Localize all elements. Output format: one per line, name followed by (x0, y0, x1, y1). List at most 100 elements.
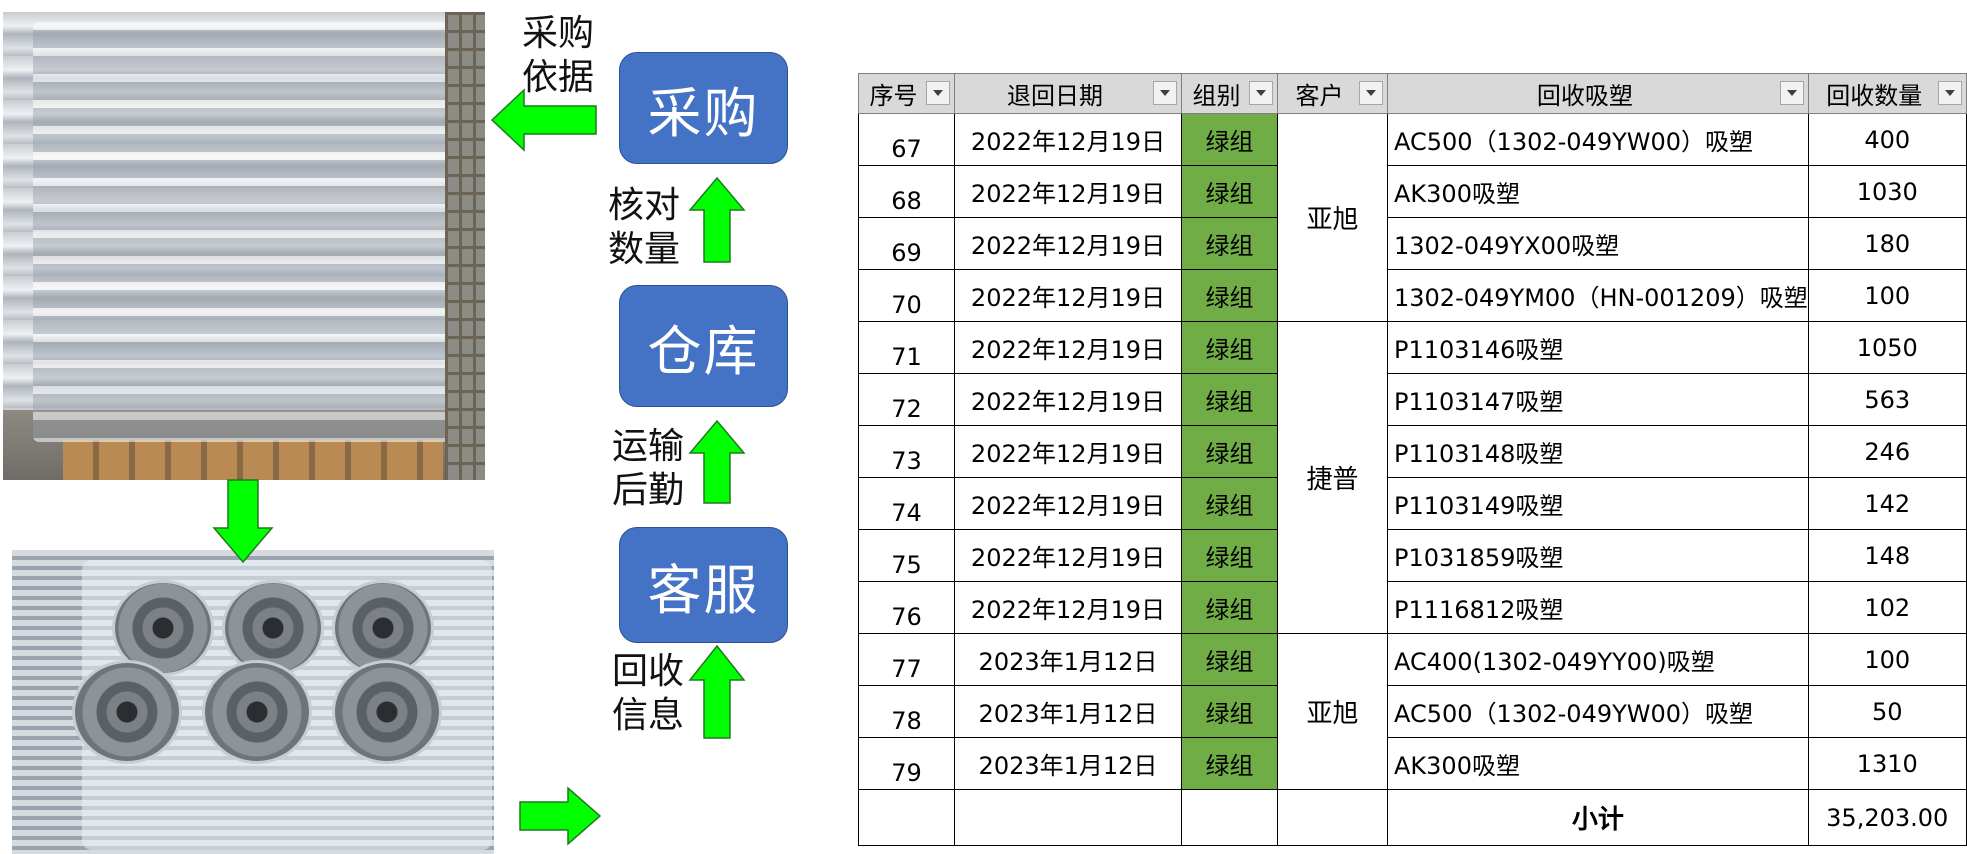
cell-customer[interactable]: 亚旭 (1277, 633, 1388, 790)
table-row: 78 2023年1月12日 绿组 AC500（1302-049YW00）吸塑 5… (858, 685, 1967, 738)
cell-empty[interactable] (954, 789, 1182, 846)
cell-item[interactable]: P1116812吸塑 (1387, 581, 1809, 634)
cell-qty[interactable]: 142 (1807, 477, 1967, 530)
cell-customer[interactable]: 亚旭 (1277, 113, 1388, 322)
filter-dropdown-icon[interactable] (1249, 81, 1273, 105)
filter-dropdown-icon[interactable] (1359, 81, 1383, 105)
cell-date[interactable]: 2022年12月19日 (954, 477, 1182, 530)
cell-date[interactable]: 2023年1月12日 (954, 685, 1182, 738)
cell-qty[interactable]: 563 (1807, 373, 1967, 426)
cell-qty[interactable]: 100 (1807, 269, 1967, 322)
cell-item[interactable]: P1031859吸塑 (1387, 529, 1809, 582)
filter-dropdown-icon[interactable] (1153, 81, 1177, 105)
cell-item[interactable]: P1103147吸塑 (1387, 373, 1809, 426)
cell-qty[interactable]: 1310 (1807, 737, 1967, 790)
cell-qty[interactable]: 50 (1807, 685, 1967, 738)
cell-item[interactable]: P1103146吸塑 (1387, 321, 1809, 374)
cell-customer[interactable]: 捷普 (1277, 321, 1388, 634)
cell-no[interactable]: 78 (858, 685, 955, 738)
metal-part (202, 660, 312, 764)
cell-date[interactable]: 2022年12月19日 (954, 217, 1182, 270)
table-row: 70 2022年12月19日 绿组 1302-049YM00（HN-001209… (858, 269, 1967, 322)
cell-no[interactable]: 76 (858, 581, 955, 634)
tray-stack (33, 22, 453, 442)
arrow-right-to-table (519, 786, 602, 846)
cell-no[interactable]: 69 (858, 217, 955, 270)
cell-group[interactable]: 绿组 (1181, 321, 1278, 374)
cell-no[interactable]: 68 (858, 165, 955, 218)
purchase-basis-label: 采购 依据 (522, 13, 595, 98)
header-row: 序号 退回日期 组别 客户 回收吸塑 回收数量 (858, 73, 1967, 114)
cell-item[interactable]: P1103148吸塑 (1387, 425, 1809, 478)
cell-item[interactable]: AC400(1302-049YY00)吸塑 (1387, 633, 1809, 686)
wooden-pallet (63, 440, 443, 480)
cell-date[interactable]: 2022年12月19日 (954, 373, 1182, 426)
filter-dropdown-icon[interactable] (1779, 81, 1804, 105)
cell-empty[interactable] (1277, 789, 1388, 846)
cell-qty[interactable]: 246 (1807, 425, 1967, 478)
cell-empty[interactable] (858, 789, 955, 846)
cell-qty[interactable]: 102 (1807, 581, 1967, 634)
cell-item[interactable]: P1103149吸塑 (1387, 477, 1809, 530)
cell-no[interactable]: 73 (858, 425, 955, 478)
col-header-no: 序号 (858, 73, 955, 114)
cell-qty[interactable]: 400 (1807, 113, 1967, 166)
recycle-info-label: 回收 信息 (612, 651, 685, 736)
cell-item[interactable]: AK300吸塑 (1387, 165, 1809, 218)
plastic-trays-stack-photo (3, 12, 485, 480)
cell-qty[interactable]: 1030 (1807, 165, 1967, 218)
cell-group[interactable]: 绿组 (1181, 477, 1278, 530)
cell-date[interactable]: 2023年1月12日 (954, 737, 1182, 790)
cell-qty[interactable]: 100 (1807, 633, 1967, 686)
cell-group[interactable]: 绿组 (1181, 581, 1278, 634)
cell-group[interactable]: 绿组 (1181, 737, 1278, 790)
col-header-customer: 客户 (1277, 73, 1388, 114)
cell-group[interactable]: 绿组 (1181, 217, 1278, 270)
cell-group[interactable]: 绿组 (1181, 269, 1278, 322)
table-row: 77 2023年1月12日 绿组 亚旭 AC400(1302-049YY00)吸… (858, 633, 1967, 790)
subtotal-label[interactable]: 小计 (1387, 789, 1809, 846)
cell-no[interactable]: 79 (858, 737, 955, 790)
filter-dropdown-icon[interactable] (926, 81, 950, 105)
cell-item[interactable]: AK300吸塑 (1387, 737, 1809, 790)
cell-no[interactable]: 72 (858, 373, 955, 426)
filter-dropdown-icon[interactable] (1937, 81, 1962, 105)
cell-item[interactable]: 1302-049YX00吸塑 (1387, 217, 1809, 270)
cell-group[interactable]: 绿组 (1181, 425, 1278, 478)
subtotal-value[interactable]: 35,203.00 (1807, 789, 1967, 846)
cell-group[interactable]: 绿组 (1181, 633, 1278, 686)
metal-part (222, 580, 324, 676)
col-header-qty: 回收数量 (1807, 73, 1967, 114)
cell-no[interactable]: 71 (858, 321, 955, 374)
cell-no[interactable]: 67 (858, 113, 955, 166)
cell-date[interactable]: 2022年12月19日 (954, 581, 1182, 634)
cell-date[interactable]: 2023年1月12日 (954, 633, 1182, 686)
cell-date[interactable]: 2022年12月19日 (954, 321, 1182, 374)
cell-date[interactable]: 2022年12月19日 (954, 529, 1182, 582)
cell-item[interactable]: AC500（1302-049YW00）吸塑 (1387, 685, 1809, 738)
cell-item[interactable]: AC500（1302-049YW00）吸塑 (1387, 113, 1809, 166)
cell-no[interactable]: 74 (858, 477, 955, 530)
cell-group[interactable]: 绿组 (1181, 165, 1278, 218)
recycle-table-container: 序号 退回日期 组别 客户 回收吸塑 回收数量 67 2022年12月19日 绿… (858, 73, 1967, 846)
cell-no[interactable]: 75 (858, 529, 955, 582)
purchase-box: 采购 (619, 52, 788, 164)
cell-date[interactable]: 2022年12月19日 (954, 269, 1182, 322)
cell-date[interactable]: 2022年12月19日 (954, 165, 1182, 218)
cell-group[interactable]: 绿组 (1181, 373, 1278, 426)
cell-no[interactable]: 77 (858, 633, 955, 686)
table-row: 68 2022年12月19日 绿组 AK300吸塑 1030 (858, 165, 1967, 218)
cell-date[interactable]: 2022年12月19日 (954, 113, 1182, 166)
cell-group[interactable]: 绿组 (1181, 685, 1278, 738)
cell-qty[interactable]: 180 (1807, 217, 1967, 270)
cell-qty[interactable]: 148 (1807, 529, 1967, 582)
cell-group[interactable]: 绿组 (1181, 113, 1278, 166)
cell-qty[interactable]: 1050 (1807, 321, 1967, 374)
logistics-label: 运输 后勤 (612, 426, 685, 511)
cell-item[interactable]: 1302-049YM00（HN-001209）吸塑 (1387, 269, 1809, 322)
cell-group[interactable]: 绿组 (1181, 529, 1278, 582)
cell-no[interactable]: 70 (858, 269, 955, 322)
cell-empty[interactable] (1181, 789, 1278, 846)
metal-part (72, 660, 182, 764)
cell-date[interactable]: 2022年12月19日 (954, 425, 1182, 478)
